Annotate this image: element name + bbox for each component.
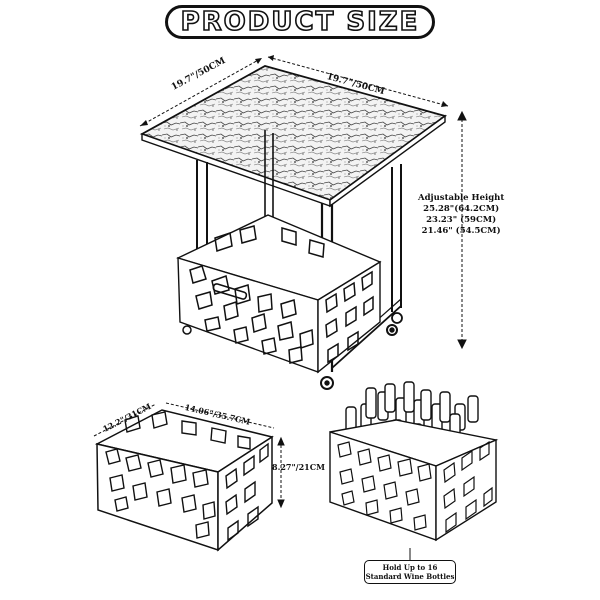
basket-with-bottles: [329, 381, 499, 542]
adjustable-height-block: Adjustable Height 25.28"(64.2CM) 23.23" …: [418, 193, 504, 237]
side-table: [139, 65, 448, 390]
height-option: 21.46" (54.5CM): [421, 226, 501, 236]
tabletop: [139, 65, 448, 202]
page-title: PRODUCT SIZE: [180, 6, 420, 38]
height-option: 25.28"(64.2CM): [423, 204, 500, 214]
top-dimension-lines: [139, 56, 449, 127]
crate-cutouts: [337, 440, 493, 534]
height-option: 23.23" (59CM): [426, 215, 497, 225]
title-banner: PRODUCT SIZE: [165, 5, 435, 39]
capacity-note: Hold Up to 16 Standard Wine Bottles: [364, 560, 456, 584]
height-dimension: [457, 110, 467, 350]
basket-height-label: 8.27"/21CM: [272, 462, 325, 472]
basket-dimension-lines: [93, 402, 285, 509]
height-heading: Adjustable Height: [418, 193, 505, 203]
table-basket: [176, 214, 382, 374]
basket-empty: [94, 409, 274, 552]
